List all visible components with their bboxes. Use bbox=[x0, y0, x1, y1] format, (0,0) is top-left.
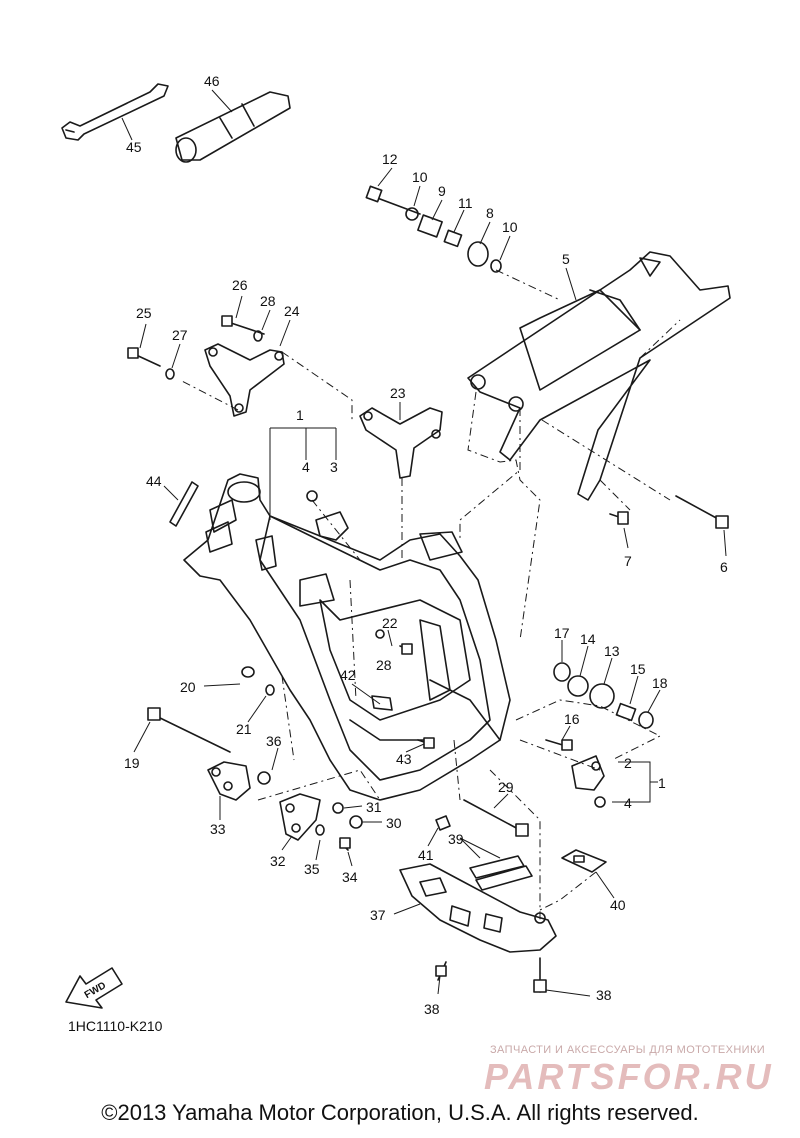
callout-14: 14 bbox=[580, 631, 596, 647]
callout-3: 3 bbox=[330, 459, 338, 475]
callout-15: 15 bbox=[630, 661, 646, 677]
callout-11: 11 bbox=[458, 195, 473, 211]
watermark-logo: PARTSFOR.RU bbox=[484, 1056, 774, 1097]
callout-32: 32 bbox=[270, 853, 286, 869]
copyright-notice: ©2013 Yamaha Motor Corporation, U.S.A. A… bbox=[101, 1100, 699, 1125]
callout-45: 45 bbox=[126, 139, 142, 155]
callout-5: 5 bbox=[562, 251, 570, 267]
strip-44-part bbox=[169, 481, 199, 527]
callout-10: 10 bbox=[412, 169, 428, 185]
engine-bracket-3-part bbox=[315, 511, 349, 541]
socket-tool-part bbox=[175, 91, 291, 163]
callout-16: 16 bbox=[564, 711, 580, 727]
bolts bbox=[127, 185, 729, 993]
callout-20: 20 bbox=[180, 679, 196, 695]
callout-28: 28 bbox=[260, 293, 276, 309]
callout-38: 38 bbox=[596, 987, 612, 1003]
callout-37: 37 bbox=[370, 907, 386, 923]
callout-4b: 4 bbox=[624, 795, 632, 811]
subframe-part bbox=[467, 251, 731, 501]
callout-33: 33 bbox=[210, 821, 226, 837]
damper-39-part bbox=[469, 855, 533, 891]
callout-22: 22 bbox=[382, 615, 398, 631]
callout-12: 12 bbox=[382, 151, 398, 167]
callout-13: 13 bbox=[604, 643, 620, 659]
bracket-23-part bbox=[359, 407, 443, 479]
callout-44: 44 bbox=[146, 473, 162, 489]
callout-40: 40 bbox=[610, 897, 626, 913]
callout-30: 30 bbox=[386, 815, 402, 831]
watermark-tagline: ЗАПЧАСТИ И АКСЕССУАРЫ ДЛЯ МОТОТЕХНИКИ bbox=[490, 1044, 766, 1056]
callout-7: 7 bbox=[624, 553, 632, 569]
callout-9: 9 bbox=[438, 183, 446, 199]
fwd-arrow-icon: FWD bbox=[65, 967, 123, 1009]
spanner-wrench-part bbox=[61, 83, 169, 141]
callout-35: 35 bbox=[304, 861, 320, 877]
bracket-32-part bbox=[279, 793, 321, 841]
callout-42: 42 bbox=[340, 667, 356, 683]
callout-28b: 28 bbox=[376, 657, 392, 673]
plate-40-part bbox=[561, 849, 607, 873]
callout-6: 6 bbox=[720, 559, 728, 575]
skid-plate-part bbox=[399, 863, 557, 953]
callout-8: 8 bbox=[486, 205, 494, 221]
callout-2: 2 bbox=[624, 755, 632, 771]
callout-25: 25 bbox=[136, 305, 152, 321]
callout-38b: 38 bbox=[424, 1001, 440, 1017]
callout-1b: 1 bbox=[658, 775, 666, 791]
bracket-33-part bbox=[207, 761, 251, 801]
engine-bracket-right-part bbox=[571, 755, 605, 791]
model-code: 1HC1110-K210 bbox=[68, 1018, 163, 1034]
callout-24: 24 bbox=[284, 303, 300, 319]
callout-34: 34 bbox=[342, 869, 358, 885]
alignment-lines bbox=[179, 269, 681, 920]
callout-26: 26 bbox=[232, 277, 248, 293]
callout-10b: 10 bbox=[502, 219, 518, 235]
callout-labels: 46 45 12 10 9 11 8 10 5 26 28 24 25 27 2… bbox=[124, 73, 728, 1017]
bracket-24-part bbox=[204, 343, 285, 417]
callout-36: 36 bbox=[266, 733, 282, 749]
callout-46: 46 bbox=[204, 73, 220, 89]
callout-43: 43 bbox=[396, 751, 412, 767]
callout-29: 29 bbox=[498, 779, 514, 795]
callout-19: 19 bbox=[124, 755, 140, 771]
callout-41: 41 bbox=[418, 847, 434, 863]
callout-21: 21 bbox=[236, 721, 252, 737]
bushing-set-part bbox=[553, 662, 654, 729]
callout-4: 4 bbox=[302, 459, 310, 475]
callout-31: 31 bbox=[366, 799, 382, 815]
callout-23: 23 bbox=[390, 385, 406, 401]
callout-17: 17 bbox=[554, 625, 570, 641]
callout-18: 18 bbox=[652, 675, 668, 691]
callout-27: 27 bbox=[172, 327, 188, 343]
main-frame-part bbox=[183, 473, 511, 801]
callout-39: 39 bbox=[448, 831, 464, 847]
leader-lines bbox=[121, 89, 727, 997]
callout-1: 1 bbox=[296, 407, 304, 423]
